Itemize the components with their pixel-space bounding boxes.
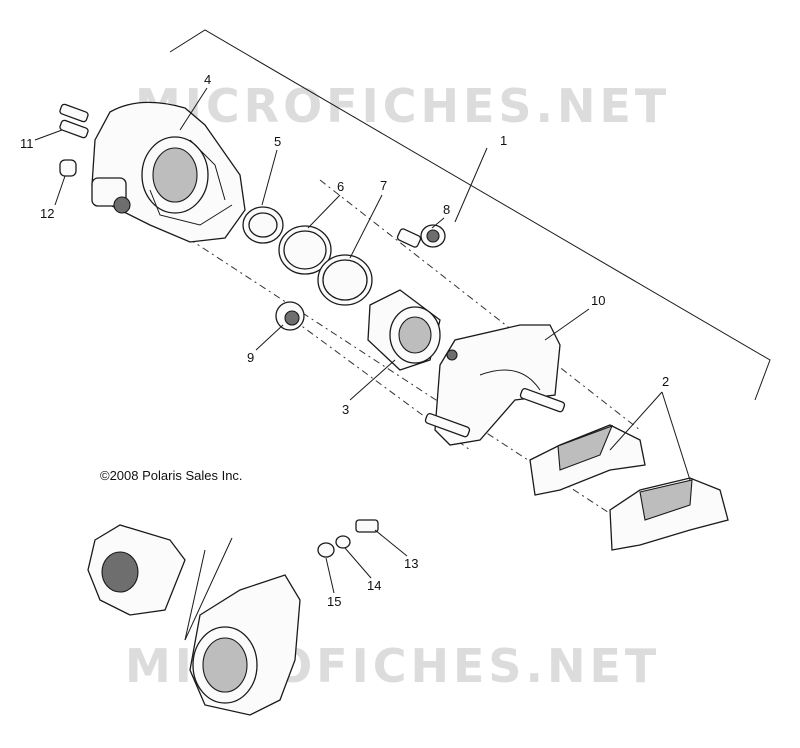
callout-4: 4	[204, 72, 211, 87]
pin-bushing	[275, 301, 305, 331]
o-ring-small	[317, 254, 373, 306]
callout-1: 1	[500, 133, 507, 148]
callout-15: 15	[327, 594, 341, 609]
bleeder-cap	[59, 159, 77, 177]
callout-10: 10	[591, 293, 605, 308]
brake-fitting	[396, 224, 446, 248]
callout-11: 11	[20, 136, 34, 151]
bolt-and-washers	[317, 519, 379, 558]
callout-6: 6	[337, 179, 344, 194]
installed-caliper-inset	[87, 524, 233, 641]
callout-14: 14	[367, 578, 381, 593]
callout-labels: 1 2 3 4 5 6 7 8 9 10 11 12 13 14 15	[20, 72, 669, 609]
brake-pads	[529, 424, 729, 551]
assembly-bracket-line	[169, 29, 771, 401]
caliper-piston	[367, 289, 441, 371]
leader-lines	[34, 87, 691, 594]
callout-5: 5	[274, 134, 281, 149]
callout-13: 13	[404, 556, 418, 571]
caliper-housing	[91, 101, 246, 243]
assembly-axis-lines	[159, 179, 641, 521]
caliper-bracket	[424, 324, 566, 446]
watermark-top: MICROFICHES.NET	[135, 79, 670, 133]
piston-seal-ring	[242, 206, 284, 244]
copyright-notice: ©2008 Polaris Sales Inc.	[100, 468, 243, 483]
o-ring-large	[278, 225, 332, 275]
callout-7: 7	[380, 178, 387, 193]
callout-8: 8	[443, 202, 450, 217]
callout-2: 2	[662, 374, 669, 389]
callout-12: 12	[40, 206, 54, 221]
steering-knuckle-inset	[189, 574, 301, 716]
callout-9: 9	[247, 350, 254, 365]
callout-3: 3	[342, 402, 349, 417]
bleeder-screws	[59, 103, 89, 139]
